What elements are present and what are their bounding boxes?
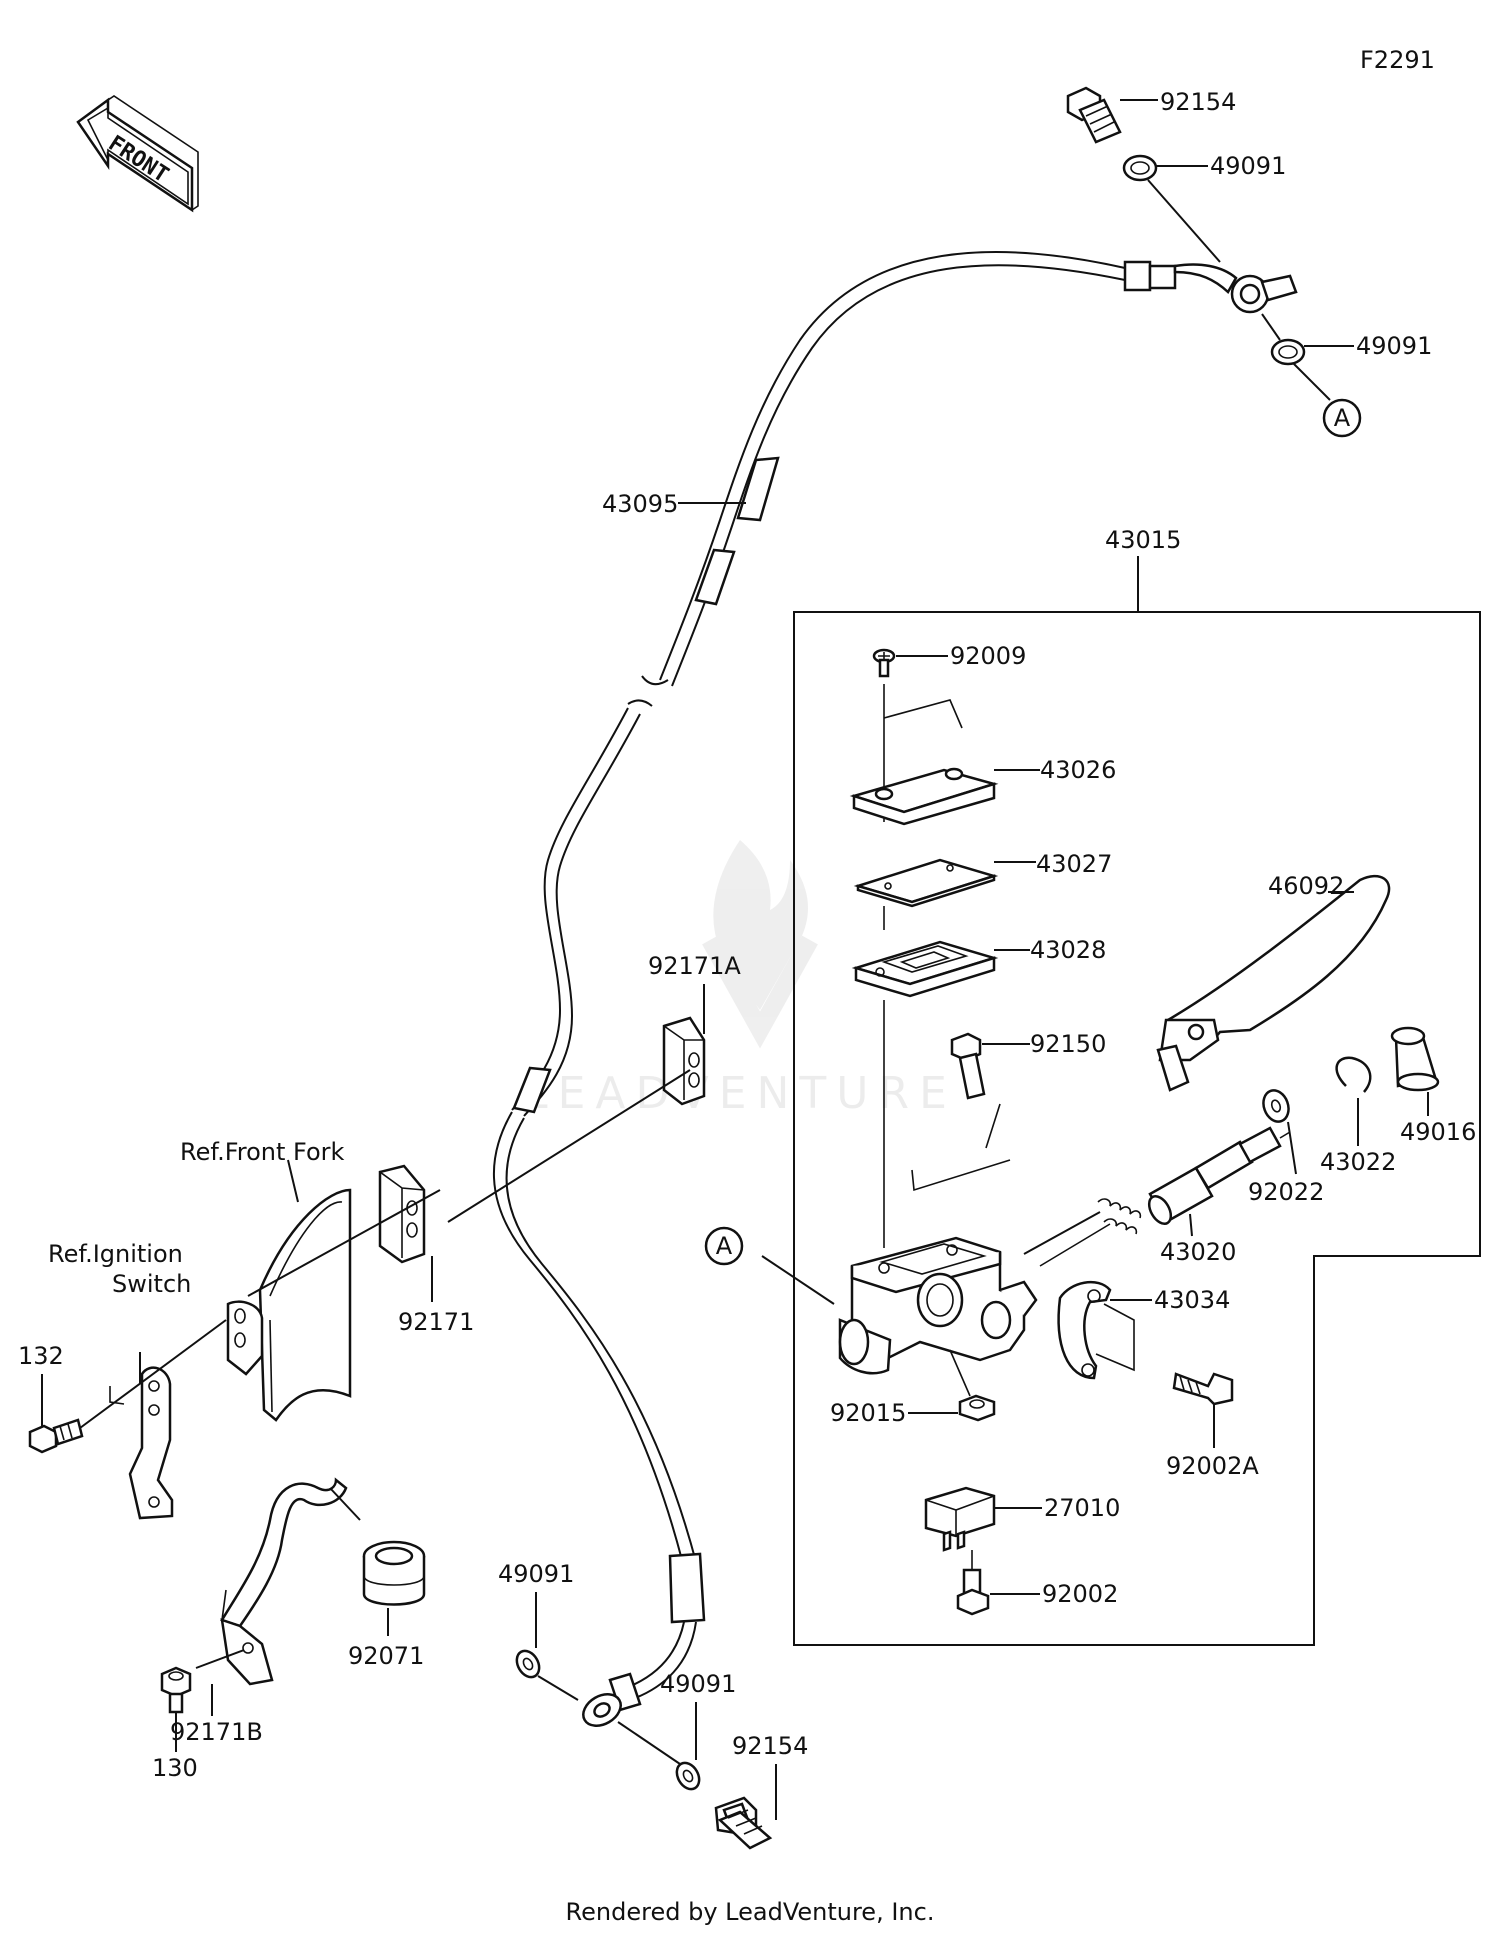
label-92002: 92002 (1042, 1580, 1118, 1608)
label-92015: 92015 (830, 1399, 906, 1427)
label-92171B: 92171B (170, 1718, 263, 1746)
clamp-bolt-92002A (1172, 1372, 1234, 1448)
label-92154-top: 92154 (1160, 88, 1236, 116)
master-cylinder-body (761, 1211, 1101, 1375)
brake-hose-43095 (511, 250, 1298, 1117)
washer-92022 (1262, 1089, 1297, 1175)
hose-guide-92171B (195, 1477, 361, 1716)
label-92002A: 92002A (1166, 1452, 1259, 1480)
brake-hose-lower (493, 1111, 706, 1727)
washer-49091-top1 (1122, 154, 1221, 263)
label-92154-low: 92154 (732, 1732, 808, 1760)
circlip-43022 (1335, 1056, 1372, 1146)
svg-text:A: A (716, 1232, 733, 1260)
brake-lever-46092 (1156, 874, 1391, 1092)
label-132: 132 (18, 1342, 64, 1370)
callout-a-top: A (1322, 398, 1362, 438)
svg-text:A: A (1334, 404, 1351, 432)
piston-assy-43020 (1039, 1126, 1291, 1267)
label-92071: 92071 (348, 1642, 424, 1670)
footer-credit: Rendered by LeadVenture, Inc. (566, 1898, 935, 1926)
watermark-text: LEADVENTURE (523, 1068, 957, 1119)
nut-92015 (908, 1349, 996, 1422)
banjo-bolt-92154-low (714, 1764, 777, 1850)
label-43020: 43020 (1160, 1238, 1236, 1266)
label-92009: 92009 (950, 642, 1026, 670)
label-43028: 43028 (1030, 936, 1106, 964)
front-fork-ref (247, 1159, 441, 1422)
label-49091-low1: 49091 (498, 1560, 574, 1588)
reservoir-cap-43026 (849, 699, 1040, 826)
grommet-92071 (362, 1540, 426, 1636)
front-arrow-icon: FRONT (76, 95, 199, 213)
brake-switch-27010 (924, 1486, 1042, 1552)
figure-code: F2291 (1360, 46, 1435, 74)
washer-49091-low1 (515, 1592, 579, 1701)
label-43027: 43027 (1036, 850, 1112, 878)
label-92022: 92022 (1248, 1178, 1324, 1206)
label-92150: 92150 (1030, 1030, 1106, 1058)
clamp-43034 (1057, 1281, 1152, 1380)
bolt-130 (160, 1666, 192, 1752)
pivot-bolt-92150 (911, 1032, 1030, 1192)
label-49091-top2: 49091 (1356, 332, 1432, 360)
label-43026: 43026 (1040, 756, 1116, 784)
switch-screw-92002 (956, 1550, 1040, 1616)
label-ref-ignition-line1: Ref.Ignition (48, 1240, 183, 1268)
label-ref-ignition-line2: Switch (112, 1270, 191, 1298)
label-46092: 46092 (1268, 872, 1344, 900)
label-49091-top1: 49091 (1210, 152, 1286, 180)
label-49016: 49016 (1400, 1118, 1476, 1146)
washer-49091-low2 (617, 1702, 701, 1791)
dust-boot-49016 (1390, 1026, 1440, 1116)
washer-49091-top2 (1261, 313, 1354, 401)
label-130: 130 (152, 1754, 198, 1782)
label-43034: 43034 (1154, 1286, 1230, 1314)
diaphragm-43028 (851, 940, 1030, 1248)
diaphragm-plate-43027 (853, 858, 1036, 930)
assembly-box-43015 (793, 556, 1481, 1646)
bolt-132 (28, 1374, 84, 1454)
label-43015: 43015 (1105, 526, 1181, 554)
label-92171A: 92171A (648, 952, 741, 980)
ignition-switch-bracket-ref (79, 1300, 264, 1520)
label-43022: 43022 (1320, 1148, 1396, 1176)
label-92171: 92171 (398, 1308, 474, 1336)
bracket-92171 (378, 1164, 433, 1302)
label-49091-low2: 49091 (660, 1670, 736, 1698)
bracket-92171A (447, 984, 706, 1223)
banjo-bolt-92154-top (1066, 86, 1158, 144)
callout-a-body: A (704, 1226, 744, 1266)
label-ref-front-fork: Ref.Front Fork (180, 1138, 345, 1166)
label-27010: 27010 (1044, 1494, 1120, 1522)
label-43095: 43095 (602, 490, 678, 518)
